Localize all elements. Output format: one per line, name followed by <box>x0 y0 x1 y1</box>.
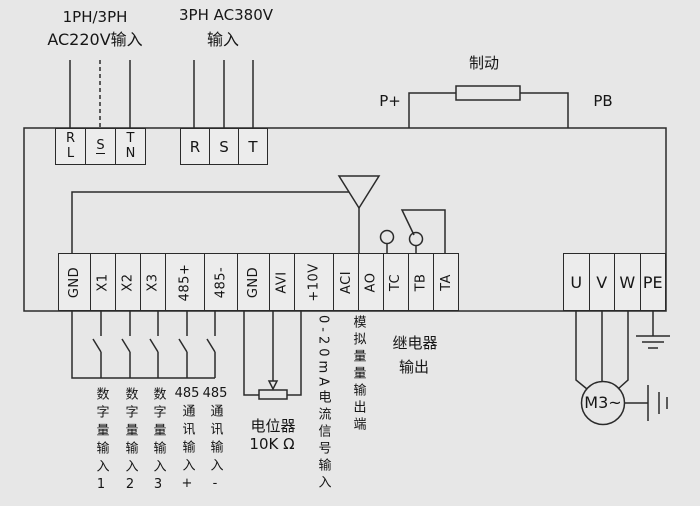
terminal-x1: X1 <box>91 254 117 310</box>
terminal-tc: TC <box>384 254 410 310</box>
terminal-t-n: T N <box>116 129 145 164</box>
terminal-v: V <box>590 254 615 310</box>
terminal-label: R <box>189 137 201 156</box>
terminal-gnd-2: GND <box>238 254 270 310</box>
terminal-label: AO <box>363 272 379 292</box>
label-485-comm-plus: 485 通讯输入+ <box>175 387 200 496</box>
terminal-label: TA <box>438 273 454 291</box>
label-analog-output: 模拟量量输出端 <box>350 315 366 434</box>
terminal-label: +10V <box>306 262 322 302</box>
pe-ground-symbol <box>636 311 670 349</box>
label-text: 数字量输入1 <box>93 387 109 497</box>
terminal-label: N <box>125 145 136 161</box>
control-terminal-block: GND X1 X2 X3 485+ 485- GND AVI +10V ACI … <box>58 253 459 311</box>
label-digital-input-1: 数字量输入1 <box>93 387 109 497</box>
terminal-label: 485- <box>213 266 229 298</box>
terminal-label: 485+ <box>177 263 193 301</box>
label-digital-input-3: 数字量输入3 <box>150 387 166 497</box>
terminal-label: T <box>248 137 258 156</box>
ac220-input-wires <box>69 60 131 128</box>
terminal-aci: ACI <box>334 254 360 310</box>
gnd-internal-wire <box>71 191 349 253</box>
label-num: 485 <box>174 386 200 401</box>
terminal-s: S <box>210 129 239 164</box>
ac380-input-wires <box>193 60 254 128</box>
terminal-label: TB <box>413 273 429 291</box>
terminal-485-plus: 485+ <box>166 254 205 310</box>
label-485-comm-minus: 485 通讯输入- <box>203 387 228 496</box>
main-unit-outline <box>23 127 667 312</box>
brake-resistor <box>455 85 521 101</box>
terminal-label: GND <box>245 266 261 298</box>
terminal-label: AVI <box>274 270 290 294</box>
terminal-pe: PE <box>641 254 666 310</box>
terminal-label: X1 <box>95 272 111 292</box>
terminal-label: U <box>570 272 583 292</box>
relay-contact-symbol <box>379 209 446 253</box>
terminal-w: W <box>615 254 641 310</box>
label-ac220-line1: 1PH/3PH <box>62 8 128 26</box>
terminal-gnd: GND <box>59 254 92 310</box>
motor-ground-symbol <box>647 385 668 421</box>
label-pb: PB <box>593 92 613 110</box>
terminal-label: PE <box>642 272 663 292</box>
terminal-label: X2 <box>120 272 136 292</box>
label-motor: M3~ <box>584 393 622 412</box>
terminal-label: R <box>65 131 76 147</box>
label-current-signal-input: 0-20mA电流信号输入 <box>315 315 331 493</box>
terminal-label: S <box>219 137 229 156</box>
label-potentiometer-value: 10K Ω <box>249 435 295 453</box>
terminal-label: ACI <box>338 270 354 294</box>
terminal-x2: X2 <box>116 254 142 310</box>
terminal-label: X3 <box>145 272 161 292</box>
terminal-t: T <box>239 129 267 164</box>
ac380-terminal-block: R S T <box>180 128 268 165</box>
terminal-avi: AVI <box>270 254 295 310</box>
terminal-10v: +10V <box>295 254 335 310</box>
label-text: 数字量输入3 <box>150 387 166 497</box>
terminal-label: TC <box>388 273 404 291</box>
amplifier-symbol <box>337 175 381 253</box>
label-potentiometer: 电位器 <box>250 417 296 435</box>
terminal-x3: X3 <box>141 254 167 310</box>
label-num: 485 <box>202 386 228 401</box>
motor-wiring <box>575 311 648 426</box>
label-relay-line1: 继电器 <box>392 334 438 352</box>
terminal-label: W <box>619 272 636 292</box>
terminal-label: L <box>66 145 75 161</box>
label-ac380-line1: 3PH AC380V <box>179 6 273 24</box>
terminal-label: S <box>96 137 105 155</box>
label-p-plus: P+ <box>379 92 401 110</box>
terminal-tb: TB <box>409 254 435 310</box>
brake-resistor-circuit <box>408 85 569 128</box>
wiper-arrow-icon <box>267 380 279 391</box>
terminal-485-minus: 485- <box>205 254 238 310</box>
label-ac220-line2: AC220V输入 <box>47 30 143 49</box>
label-text: 通讯输入- <box>207 404 223 496</box>
label-relay-line2: 输出 <box>398 358 430 376</box>
label-brake: 制动 <box>468 54 500 72</box>
digital-input-switches <box>71 311 216 379</box>
terminal-label: T <box>126 131 135 147</box>
terminal-u: U <box>564 254 590 310</box>
terminal-s: S <box>86 129 116 164</box>
ac220-terminal-block: R L S T N <box>55 128 146 165</box>
terminal-label: V <box>596 272 608 292</box>
terminal-ta: TA <box>434 254 458 310</box>
label-text: 数字量输入2 <box>122 387 138 497</box>
terminal-label: GND <box>67 266 83 298</box>
terminal-r: R <box>181 129 210 164</box>
terminal-r-l: R L <box>56 129 86 164</box>
terminal-ao: AO <box>359 254 385 310</box>
label-ac380-line2: 输入 <box>206 30 240 49</box>
label-digital-input-2: 数字量输入2 <box>122 387 138 497</box>
label-text: 通讯输入+ <box>179 404 195 496</box>
potentiometer-symbol <box>243 311 302 400</box>
output-terminal-block: U V W PE <box>563 253 666 311</box>
